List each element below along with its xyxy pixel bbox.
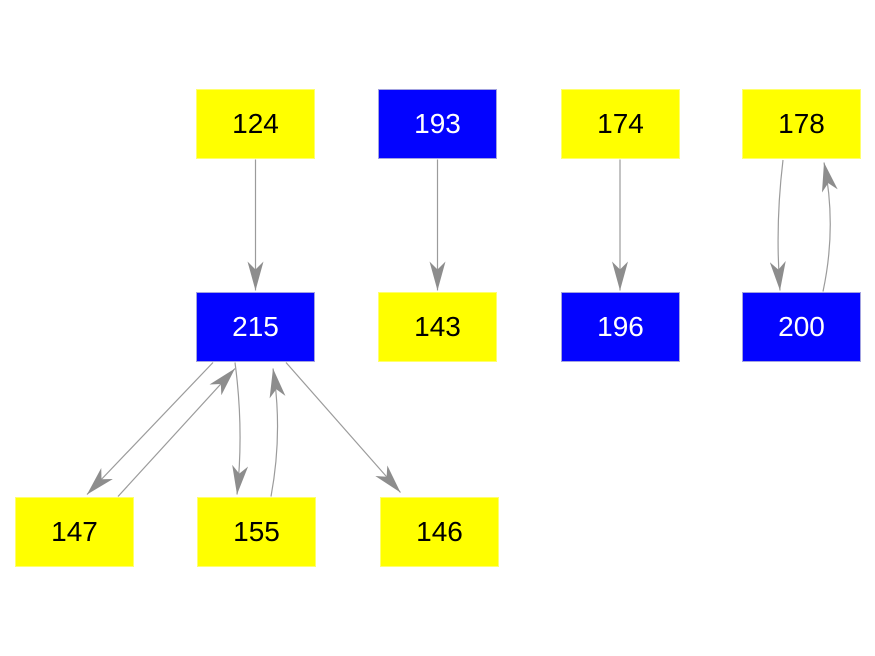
node-155[interactable]: 155 — [197, 497, 316, 567]
node-146[interactable]: 146 — [380, 497, 499, 567]
node-124[interactable]: 124 — [196, 89, 315, 159]
node-196[interactable]: 196 — [561, 292, 680, 362]
node-174[interactable]: 174 — [561, 89, 680, 159]
edge-200-178 — [821, 162, 838, 292]
node-label: 174 — [597, 108, 644, 139]
node-143[interactable]: 143 — [378, 292, 497, 362]
node-label: 124 — [232, 108, 279, 139]
node-label: 155 — [233, 516, 280, 547]
node-label: 193 — [414, 108, 461, 139]
node-label: 215 — [232, 311, 279, 342]
node-147[interactable]: 147 — [15, 497, 134, 567]
node-label: 146 — [416, 516, 463, 547]
node-178[interactable]: 178 — [742, 89, 861, 159]
node-label: 178 — [778, 108, 825, 139]
node-label: 200 — [778, 311, 825, 342]
node-label: 196 — [597, 311, 644, 342]
node-label: 147 — [51, 516, 98, 547]
edge-215-147 — [86, 362, 214, 495]
edge-147-215 — [117, 368, 236, 497]
node-193[interactable]: 193 — [378, 89, 497, 159]
edge-215-146 — [285, 362, 401, 493]
node-200[interactable]: 200 — [742, 292, 861, 362]
edge-178-200 — [769, 159, 786, 291]
node-label: 143 — [414, 311, 461, 342]
edge-155-215 — [269, 368, 286, 497]
edge-215-155 — [232, 362, 249, 495]
node-215[interactable]: 215 — [196, 292, 315, 362]
